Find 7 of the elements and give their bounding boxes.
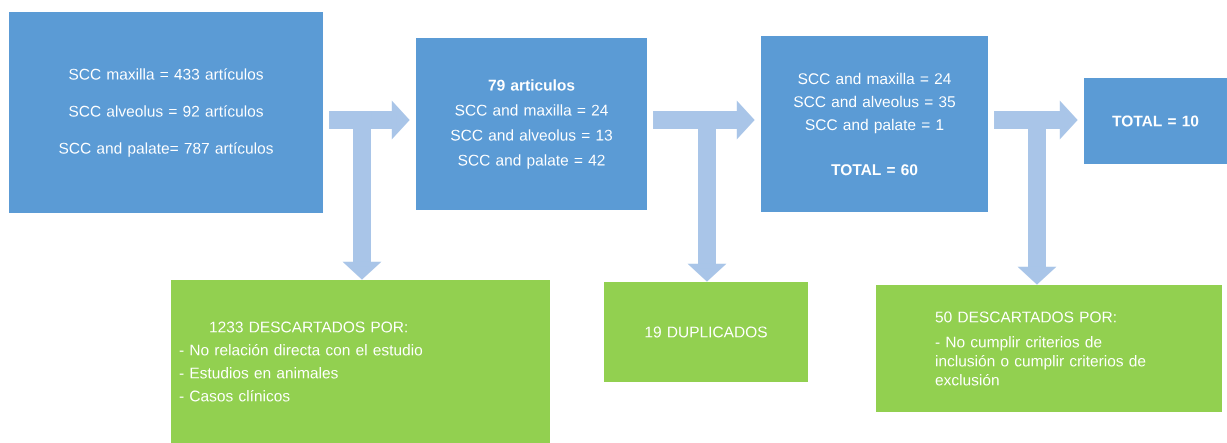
process-box: 1233 DESCARTADOS POR: - No relación directa con el estudio - Estudios en animales - Casos clínicos [171,280,550,443]
process-box: TOTAL = 10 [1084,78,1227,164]
process-box: SCC and maxilla = 24 SCC and alveolus = 35 SCC and palate = 1 TOTAL = 60 [761,36,988,212]
process-box: 79 articulos SCC and maxilla = 24 SCC and alveolus = 13 SCC and palate = 42 [416,38,647,210]
process-box: 19 DUPLICADOS [604,282,808,382]
process-box: 50 DESCARTADOS POR: - No cumplir criterios de inclusión o cumplir criterios de exclusión [876,285,1222,412]
process-box: SCC maxilla = 433 artículos SCC alveolus = 92 artículos SCC and palate= 787 artículos [9,12,323,213]
